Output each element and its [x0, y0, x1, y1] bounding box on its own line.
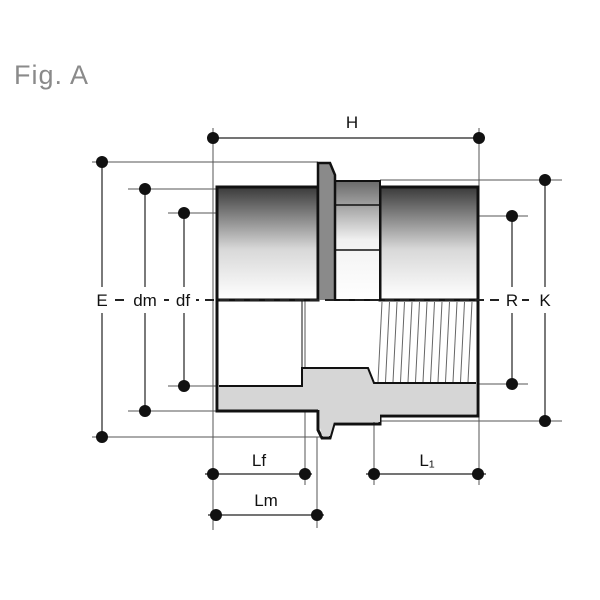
fitting-body — [215, 161, 480, 440]
thread-line — [445, 301, 450, 383]
dim-label-R: R — [506, 291, 518, 310]
thread-line — [400, 301, 405, 383]
figure-label: Fig. A — [14, 60, 90, 90]
thread-line — [437, 301, 443, 383]
dim-label-H: H — [346, 113, 358, 132]
dim-label-E: E — [96, 291, 107, 310]
dim-label-K: K — [539, 291, 551, 310]
dimension-lines — [101, 137, 546, 516]
thread-line — [415, 301, 420, 383]
dim-label-df: df — [176, 291, 190, 310]
dimension-dots — [96, 132, 551, 521]
dim-label-Lm: Lm — [254, 491, 278, 510]
thread-lines — [377, 301, 473, 383]
thread-line — [407, 301, 413, 383]
thread-line — [392, 301, 398, 383]
dim-label-Lf: Lf — [252, 451, 266, 470]
thread-line — [377, 301, 383, 383]
thread-line — [422, 301, 428, 383]
thread-line — [452, 301, 458, 383]
thread-line — [430, 301, 435, 383]
dim-label-dm: dm — [133, 291, 157, 310]
thread-line — [385, 301, 390, 383]
dim-label-L1: L₁ — [419, 451, 434, 470]
thread-line — [460, 301, 465, 383]
thread-line — [467, 301, 473, 383]
